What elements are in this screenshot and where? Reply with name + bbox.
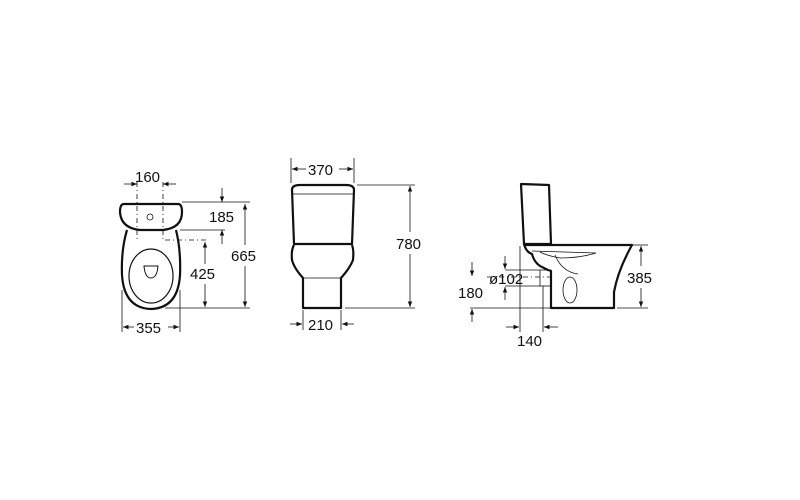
- dim-hole-height: 425: [190, 266, 215, 283]
- top-view-tank: [118, 202, 184, 232]
- dim-total-length: 665: [231, 248, 256, 265]
- dim-base-width: 210: [308, 317, 333, 334]
- front-view: 370 780 210: [290, 158, 421, 334]
- dim-outlet-diameter: ø102: [489, 271, 523, 288]
- dim-width: 355: [136, 320, 161, 337]
- dim-total-height: 780: [396, 236, 421, 253]
- dim-hole-spacing: 160: [135, 169, 160, 186]
- dim-seat-height: 385: [627, 270, 652, 287]
- top-view-bowl: [120, 229, 182, 311]
- top-view-seat: [128, 248, 174, 304]
- dim-tank-depth: 185: [209, 209, 234, 226]
- dim-outlet-height: 180: [458, 285, 483, 302]
- side-view-bowl: [522, 243, 634, 310]
- front-view-bowl: [290, 244, 355, 310]
- side-view-tank: [519, 182, 553, 246]
- dim-outlet-distance: 140: [517, 333, 542, 350]
- side-view: ø102 180 140 385: [458, 182, 652, 350]
- top-view: 160 185 425 665 355: [118, 169, 256, 337]
- side-view-outlet: [539, 269, 552, 287]
- top-view-outlet: [143, 265, 159, 279]
- dim-tank-width: 370: [308, 162, 333, 179]
- front-view-tank: [290, 183, 356, 246]
- top-view-flush-hole: [146, 213, 154, 221]
